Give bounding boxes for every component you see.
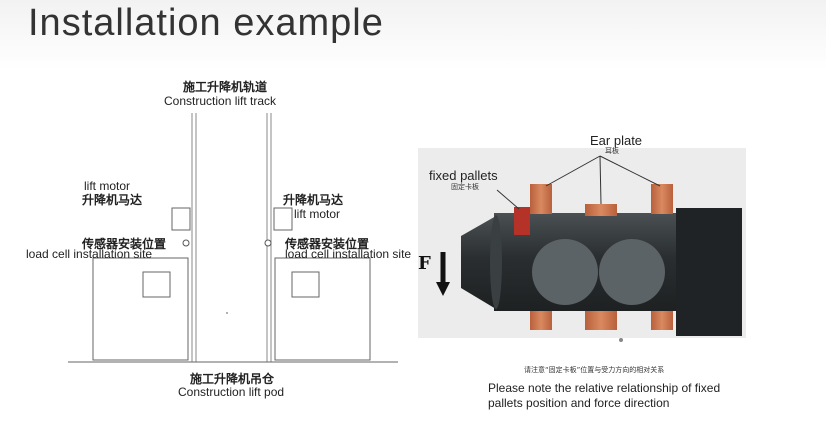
disc-left	[532, 239, 598, 305]
note-zh: 请注意“固定卡板”位置与受力方向的相对关系	[524, 366, 665, 374]
sensor-label-en-left: load cell installation site	[26, 247, 153, 261]
callout-ear-3	[599, 155, 661, 187]
motor-label-en-right: lift motor	[294, 207, 341, 221]
fixed-pallet	[514, 207, 530, 235]
ear-plate-label-en: Ear plate	[590, 133, 643, 148]
fixed-pallets-label-zh: 固定卡板	[451, 183, 479, 191]
ear-plate-2-top	[585, 204, 617, 216]
ear-plate-3-top	[651, 184, 673, 214]
force-arrow-head	[436, 282, 450, 296]
page-title: Installation example	[28, 2, 384, 44]
dot-mark-right	[619, 338, 623, 342]
note-en-line-2: pallets position and force direction	[488, 396, 670, 410]
ear-plate-label-zh: 耳板	[605, 147, 619, 155]
track-label-zh: 施工升降机轨道	[183, 80, 268, 94]
track-label-en: Construction lift track	[164, 94, 277, 108]
pod-window-right	[291, 271, 320, 298]
lift-pod-left	[92, 257, 189, 361]
callout-ear-2	[599, 155, 602, 205]
cylinder-shoulder	[490, 215, 502, 309]
sensor-site-right	[264, 239, 272, 247]
pod-label-en: Construction lift pod	[178, 385, 285, 399]
cylinder-end-cap	[676, 208, 742, 336]
callout-ear-1	[545, 155, 601, 187]
sensor-label-en-right: load cell installation site	[285, 247, 412, 261]
fixed-pallets-label-en: fixed pallets	[429, 168, 498, 183]
ear-plate-1-top	[530, 184, 552, 214]
lift-pod-right	[274, 257, 371, 361]
disc-right	[599, 239, 665, 305]
dot-mark	[226, 312, 228, 314]
force-label: F	[418, 253, 431, 274]
pod-label-zh: 施工升降机吊仓	[190, 372, 275, 386]
title-band	[0, 0, 826, 70]
motor-label-en-left: lift motor	[84, 179, 131, 193]
motor-label-zh-left: 升降机马达	[82, 193, 143, 207]
lift-motor-left	[171, 207, 191, 231]
sensor-site-left	[182, 239, 190, 247]
cylinder-tip	[461, 216, 496, 309]
pod-window-left	[142, 271, 171, 298]
callout-pallet	[496, 189, 520, 210]
motor-label-zh-right: 升降机马达	[283, 193, 344, 207]
sensor-label-zh-left: 传感器安装位置	[82, 237, 167, 251]
sensor-label-zh-right: 传感器安装位置	[285, 237, 370, 251]
note-en-line-1: Please note the relative relationship of…	[488, 381, 721, 395]
lift-motor-right	[273, 207, 293, 231]
